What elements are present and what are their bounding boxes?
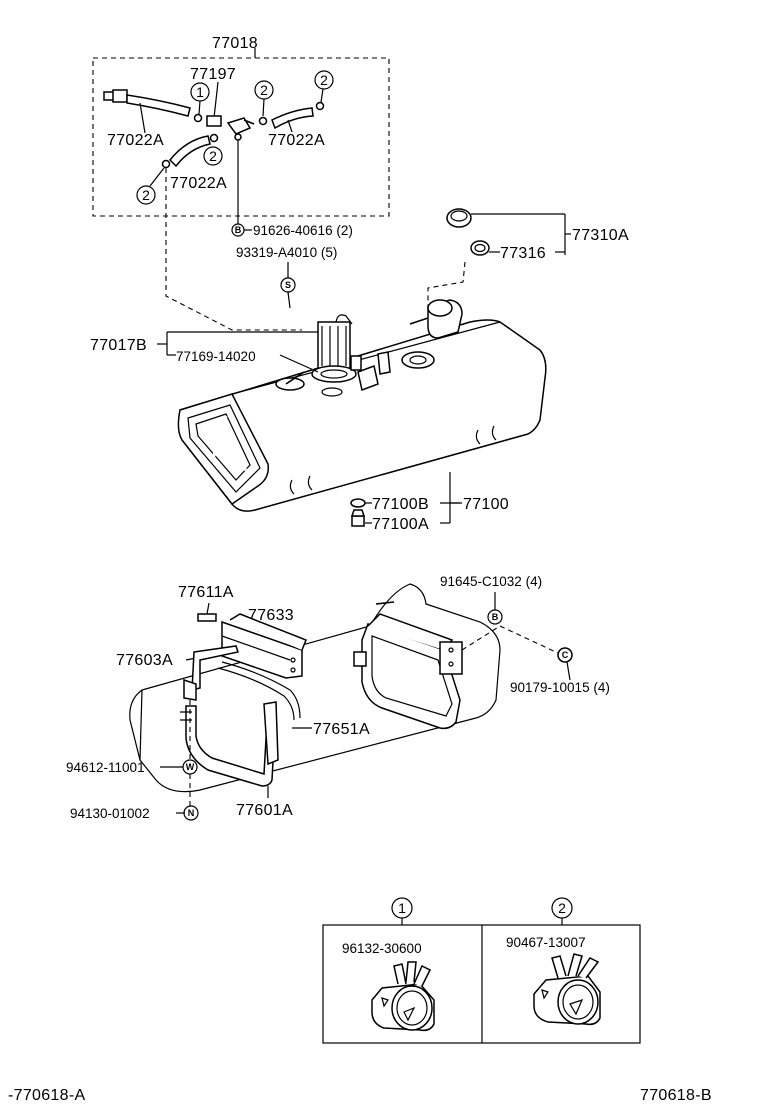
fuel-tank-77100: [177, 299, 547, 512]
clip-type-2-marker-b: [314, 70, 334, 90]
valve-77197: [206, 115, 222, 127]
three-way-joint: [226, 117, 255, 141]
legend-2-marker: [551, 897, 573, 919]
label-77197: 77197: [190, 66, 236, 83]
footer-code-left: -770618-A: [8, 1087, 85, 1104]
cap-gasket: [470, 240, 490, 256]
label-94130: 94130-01002: [70, 806, 150, 821]
hose-clip-1-illustration: [371, 961, 435, 1032]
svg-text:2: 2: [260, 82, 268, 98]
legend-1-part-number: 96132-30600: [342, 941, 422, 956]
svg-text:2: 2: [558, 900, 566, 916]
sender-gauge-unit: [311, 314, 357, 383]
drain-plug: [351, 515, 365, 527]
fuel-cap-group: 77316 77310A: [427, 208, 629, 305]
nut-c-marker: [557, 647, 573, 663]
label-94612: 94612-11001: [66, 760, 145, 775]
clip-legend-box: 1 2 96132-30600 90467-13007: [322, 897, 641, 1044]
fuel-cap: [446, 208, 472, 228]
svg-text:C: C: [562, 650, 569, 660]
hose-clip-2-illustration: [533, 953, 601, 1026]
label-91645: 91645-C1032 (4): [440, 574, 542, 589]
label-77316: 77316: [500, 245, 546, 262]
strap-77601A: [180, 701, 279, 787]
strap-77603A: [183, 645, 301, 721]
svg-text:B: B: [235, 225, 242, 235]
label-77100: 77100: [463, 496, 509, 513]
svg-text:N: N: [188, 808, 195, 818]
label-90179: 90179-10015 (4): [510, 680, 610, 695]
label-77017B: 77017B: [90, 337, 147, 354]
label-77169: 77169-14020: [176, 349, 256, 364]
svg-text:W: W: [186, 762, 195, 772]
label-77018: 77018: [212, 35, 258, 52]
label-77022A-left: 77022A: [107, 132, 164, 149]
hose-assembly-group: 77018 77022A 77197 1 7: [92, 35, 390, 224]
label-77633: 77633: [248, 607, 294, 624]
svg-text:1: 1: [196, 84, 204, 100]
label-77601A: 77601A: [236, 802, 293, 819]
nut-n-marker: [183, 805, 199, 821]
pin-77611A: [197, 613, 217, 622]
clip-type-2-marker-d: [136, 185, 156, 205]
assembly-dashed-box: [92, 57, 390, 217]
svg-text:S: S: [285, 280, 291, 290]
svg-text:2: 2: [142, 187, 150, 203]
legend-2-part-number: 90467-13007: [506, 935, 586, 950]
tank-ghost-outline: [129, 583, 501, 793]
label-77651A: 77651A: [313, 721, 370, 738]
label-77611A: 77611A: [178, 584, 234, 601]
svg-text:B: B: [492, 612, 499, 622]
svg-text:2: 2: [209, 148, 217, 164]
label-77022A-middle: 77022A: [170, 175, 227, 192]
label-77100A: 77100A: [372, 516, 429, 533]
hose-right: [258, 101, 325, 133]
label-77310A: 77310A: [572, 227, 629, 244]
label-93319: 93319-A4010 (5): [236, 245, 337, 260]
legend-1-marker: [391, 897, 413, 919]
hose-left: [103, 89, 191, 134]
strap-right: [353, 601, 463, 730]
label-77022A-right: 77022A: [268, 132, 325, 149]
drain-gasket: [350, 498, 366, 508]
clip-type-2-marker-c: [203, 146, 223, 166]
hose-middle: [161, 133, 219, 169]
bolt-b-marker-lower: [487, 609, 503, 625]
svg-text:1: 1: [398, 900, 406, 916]
footer-code-right: 770618-B: [640, 1087, 712, 1104]
label-77100B: 77100B: [372, 496, 429, 513]
label-77603A: 77603A: [116, 652, 173, 669]
svg-text:2: 2: [320, 72, 328, 88]
label-91626: 91626-40616 (2): [253, 223, 353, 238]
